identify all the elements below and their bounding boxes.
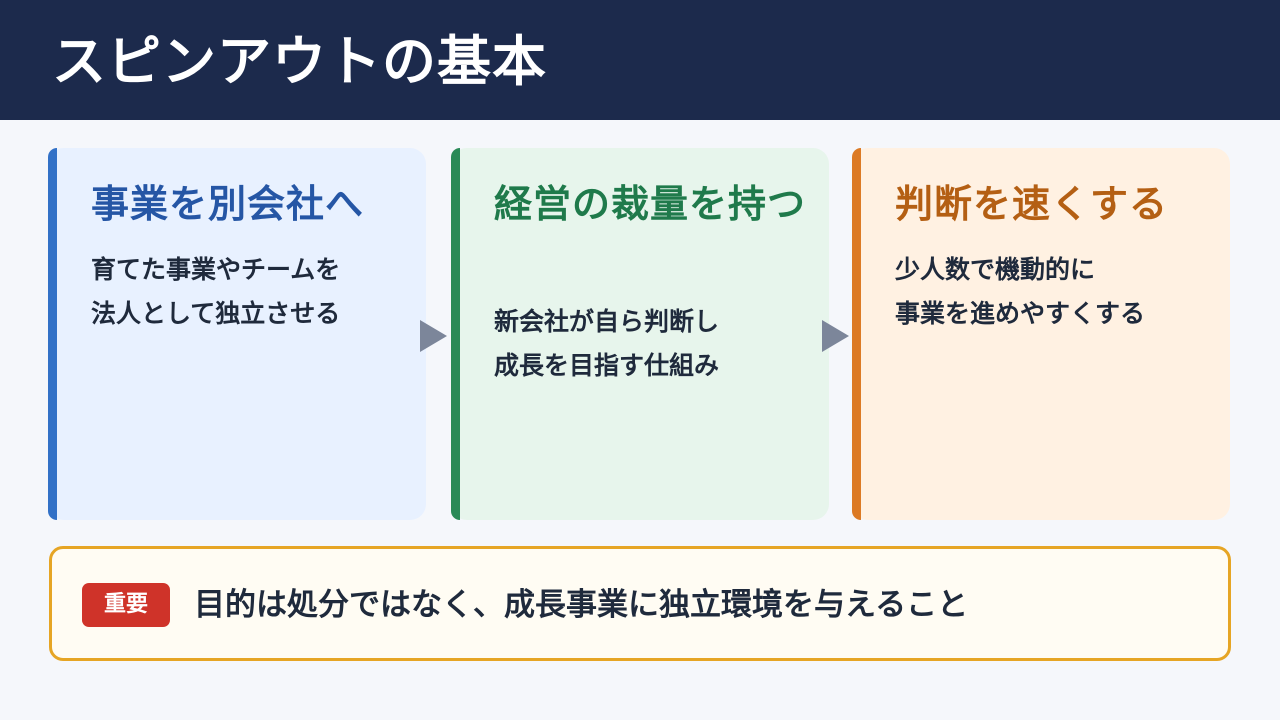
arrow-right-icon — [822, 320, 849, 352]
key-point-text: 目的は処分ではなく、成長事業に独立環境を与えること — [194, 587, 969, 623]
card-line: 事業を進めやすくする — [895, 299, 1146, 328]
key-point-box: 重要 目的は処分ではなく、成長事業に独立環境を与えること — [49, 546, 1231, 661]
card-accent-bar — [48, 148, 57, 520]
card-line: 少人数で機動的に — [895, 255, 1096, 284]
card-line: 新会社が自ら判断し — [494, 307, 720, 336]
card-title: 判断を速くする — [895, 182, 1169, 226]
header-bar: スピンアウトの基本 — [0, 0, 1280, 120]
card-line: 成長を目指す仕組み — [494, 351, 720, 380]
card-separate-company: 事業を別会社へ 育てた事業やチームを 法人として独立させる — [48, 148, 426, 520]
arrow-right-icon — [420, 320, 447, 352]
card-description: 育てた事業やチームを 法人として独立させる — [91, 248, 407, 336]
card-description: 新会社が自ら判断し 成長を目指す仕組み — [494, 300, 810, 388]
card-line: 育てた事業やチームを — [91, 255, 341, 284]
card-line: 法人として独立させる — [91, 299, 341, 328]
card-description: 少人数で機動的に 事業を進めやすくする — [895, 248, 1211, 336]
card-title: 経営の裁量を持つ — [494, 182, 807, 226]
important-badge: 重要 — [82, 583, 170, 627]
card-management-discretion: 経営の裁量を持つ 新会社が自ら判断し 成長を目指す仕組み — [451, 148, 829, 520]
card-title: 事業を別会社へ — [91, 182, 365, 226]
page-title: スピンアウトの基本 — [52, 30, 547, 93]
card-accent-bar — [852, 148, 861, 520]
card-accent-bar — [451, 148, 460, 520]
card-fast-decisions: 判断を速くする 少人数で機動的に 事業を進めやすくする — [852, 148, 1230, 520]
